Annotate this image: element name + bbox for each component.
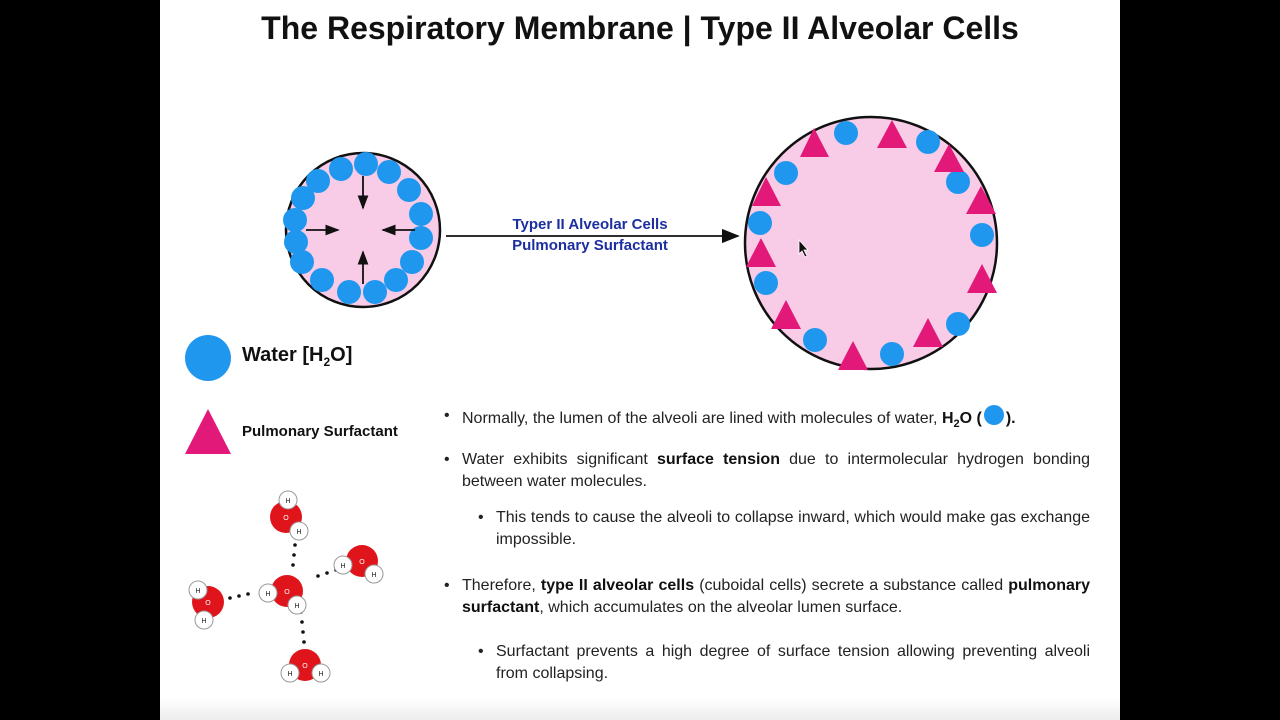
water-molecule [284,230,308,254]
water-icon [983,405,1004,425]
atom-label: H [285,498,290,505]
hydrogen-bonds [228,543,347,644]
surfactant-molecule [838,341,868,370]
atom-label: H [296,529,301,536]
water-molecule [354,152,378,176]
legend-surfactant-label: Pulmonary Surfactant [242,423,398,440]
water-molecule [291,186,315,210]
surfactant-molecule [752,177,781,206]
bullet-list: •Normally, the lumen of the alveoli are … [444,405,1090,699]
atom-label: H [195,588,200,595]
water-molecule [754,271,778,295]
large-alveolus-water [748,121,994,366]
legend-water-icon [185,335,231,381]
water-molecule [803,328,827,352]
alveoli-diagram: O H H O H H O H H O H H O H H [185,115,999,683]
arrow-label-surfactant: Pulmonary Surfactant [512,237,668,254]
water-molecule [400,250,424,274]
atom-label: H [265,591,270,598]
surfactant-molecule [877,120,907,148]
atom-label: O [302,663,308,670]
inward-arrows [306,176,415,284]
slide-title: The Respiratory Membrane | Type II Alveo… [261,10,1019,46]
surfactant-molecule [966,186,996,214]
atom-label: O [284,589,290,596]
water-molecule [970,223,994,247]
sub-bullet-item: •This tends to cause the alveoli to coll… [478,509,1090,549]
large-alveolus-wall [743,115,999,371]
water-molecule [283,208,307,232]
water-molecule [290,250,314,274]
water-molecule-top [270,490,309,541]
water-molecule [946,170,970,194]
surfactant-molecule [771,300,801,329]
water-molecule [409,202,433,226]
water-molecule [306,169,330,193]
water-molecule [329,157,353,181]
atom-label: H [371,572,376,579]
large-alveolus [743,115,999,371]
atom-label: O [283,515,289,522]
atom-label: O [205,600,211,607]
atom-label: H [201,618,206,625]
water-molecule [363,280,387,304]
surfactant-molecule [913,318,943,347]
bullet-item: •Normally, the lumen of the alveoli are … [444,405,1016,431]
water-molecule-center [258,575,307,615]
water-molecule [880,342,904,366]
small-alveolus-water-ring [283,152,433,304]
water-molecule [774,161,798,185]
atom-label: H [318,671,323,678]
atom-label: H [340,563,345,570]
water-molecule-left [188,580,224,630]
large-alveolus-surfactant [746,120,997,370]
bullet-item: •Therefore, type II alveolar cells (cubo… [444,577,1090,617]
water-molecule [748,211,772,235]
legend-surfactant-icon [185,409,231,454]
arrow-label-type-ii: Typer II Alveolar Cells [512,216,668,233]
water-molecule-bottom [280,649,331,683]
legend-water-label: Water [H2O] [242,344,353,369]
cursor-icon [798,238,809,258]
water-molecule [310,268,334,292]
atom-label: H [287,671,292,678]
water-molecule [916,130,940,154]
slide: The Respiratory Membrane | Type II Alveo… [160,0,1120,720]
atom-label: H [294,603,299,610]
water-molecule-model: O H H O H H O H H O H H O H H [188,490,384,683]
atom-labels: O H H O H H O H H O H H O H H [195,498,376,678]
surfactant-molecule [746,238,776,267]
surfactant-molecule [800,128,829,157]
water-molecule [946,312,970,336]
water-molecule [384,268,408,292]
sub-bullet-item: •Surfactant prevents a high degree of su… [478,643,1090,683]
water-molecule [337,280,361,304]
surfactant-molecule [934,144,964,172]
bottom-fade [160,698,1120,720]
water-molecule-right [333,545,384,584]
water-molecule [397,178,421,202]
atom-label: O [359,559,365,566]
water-molecule [377,160,401,184]
water-molecule [409,226,433,250]
small-alveolus [283,151,442,309]
water-molecule [834,121,858,145]
surfactant-molecule [967,264,997,293]
bullet-item: •Water exhibits significant surface tens… [444,451,1090,491]
